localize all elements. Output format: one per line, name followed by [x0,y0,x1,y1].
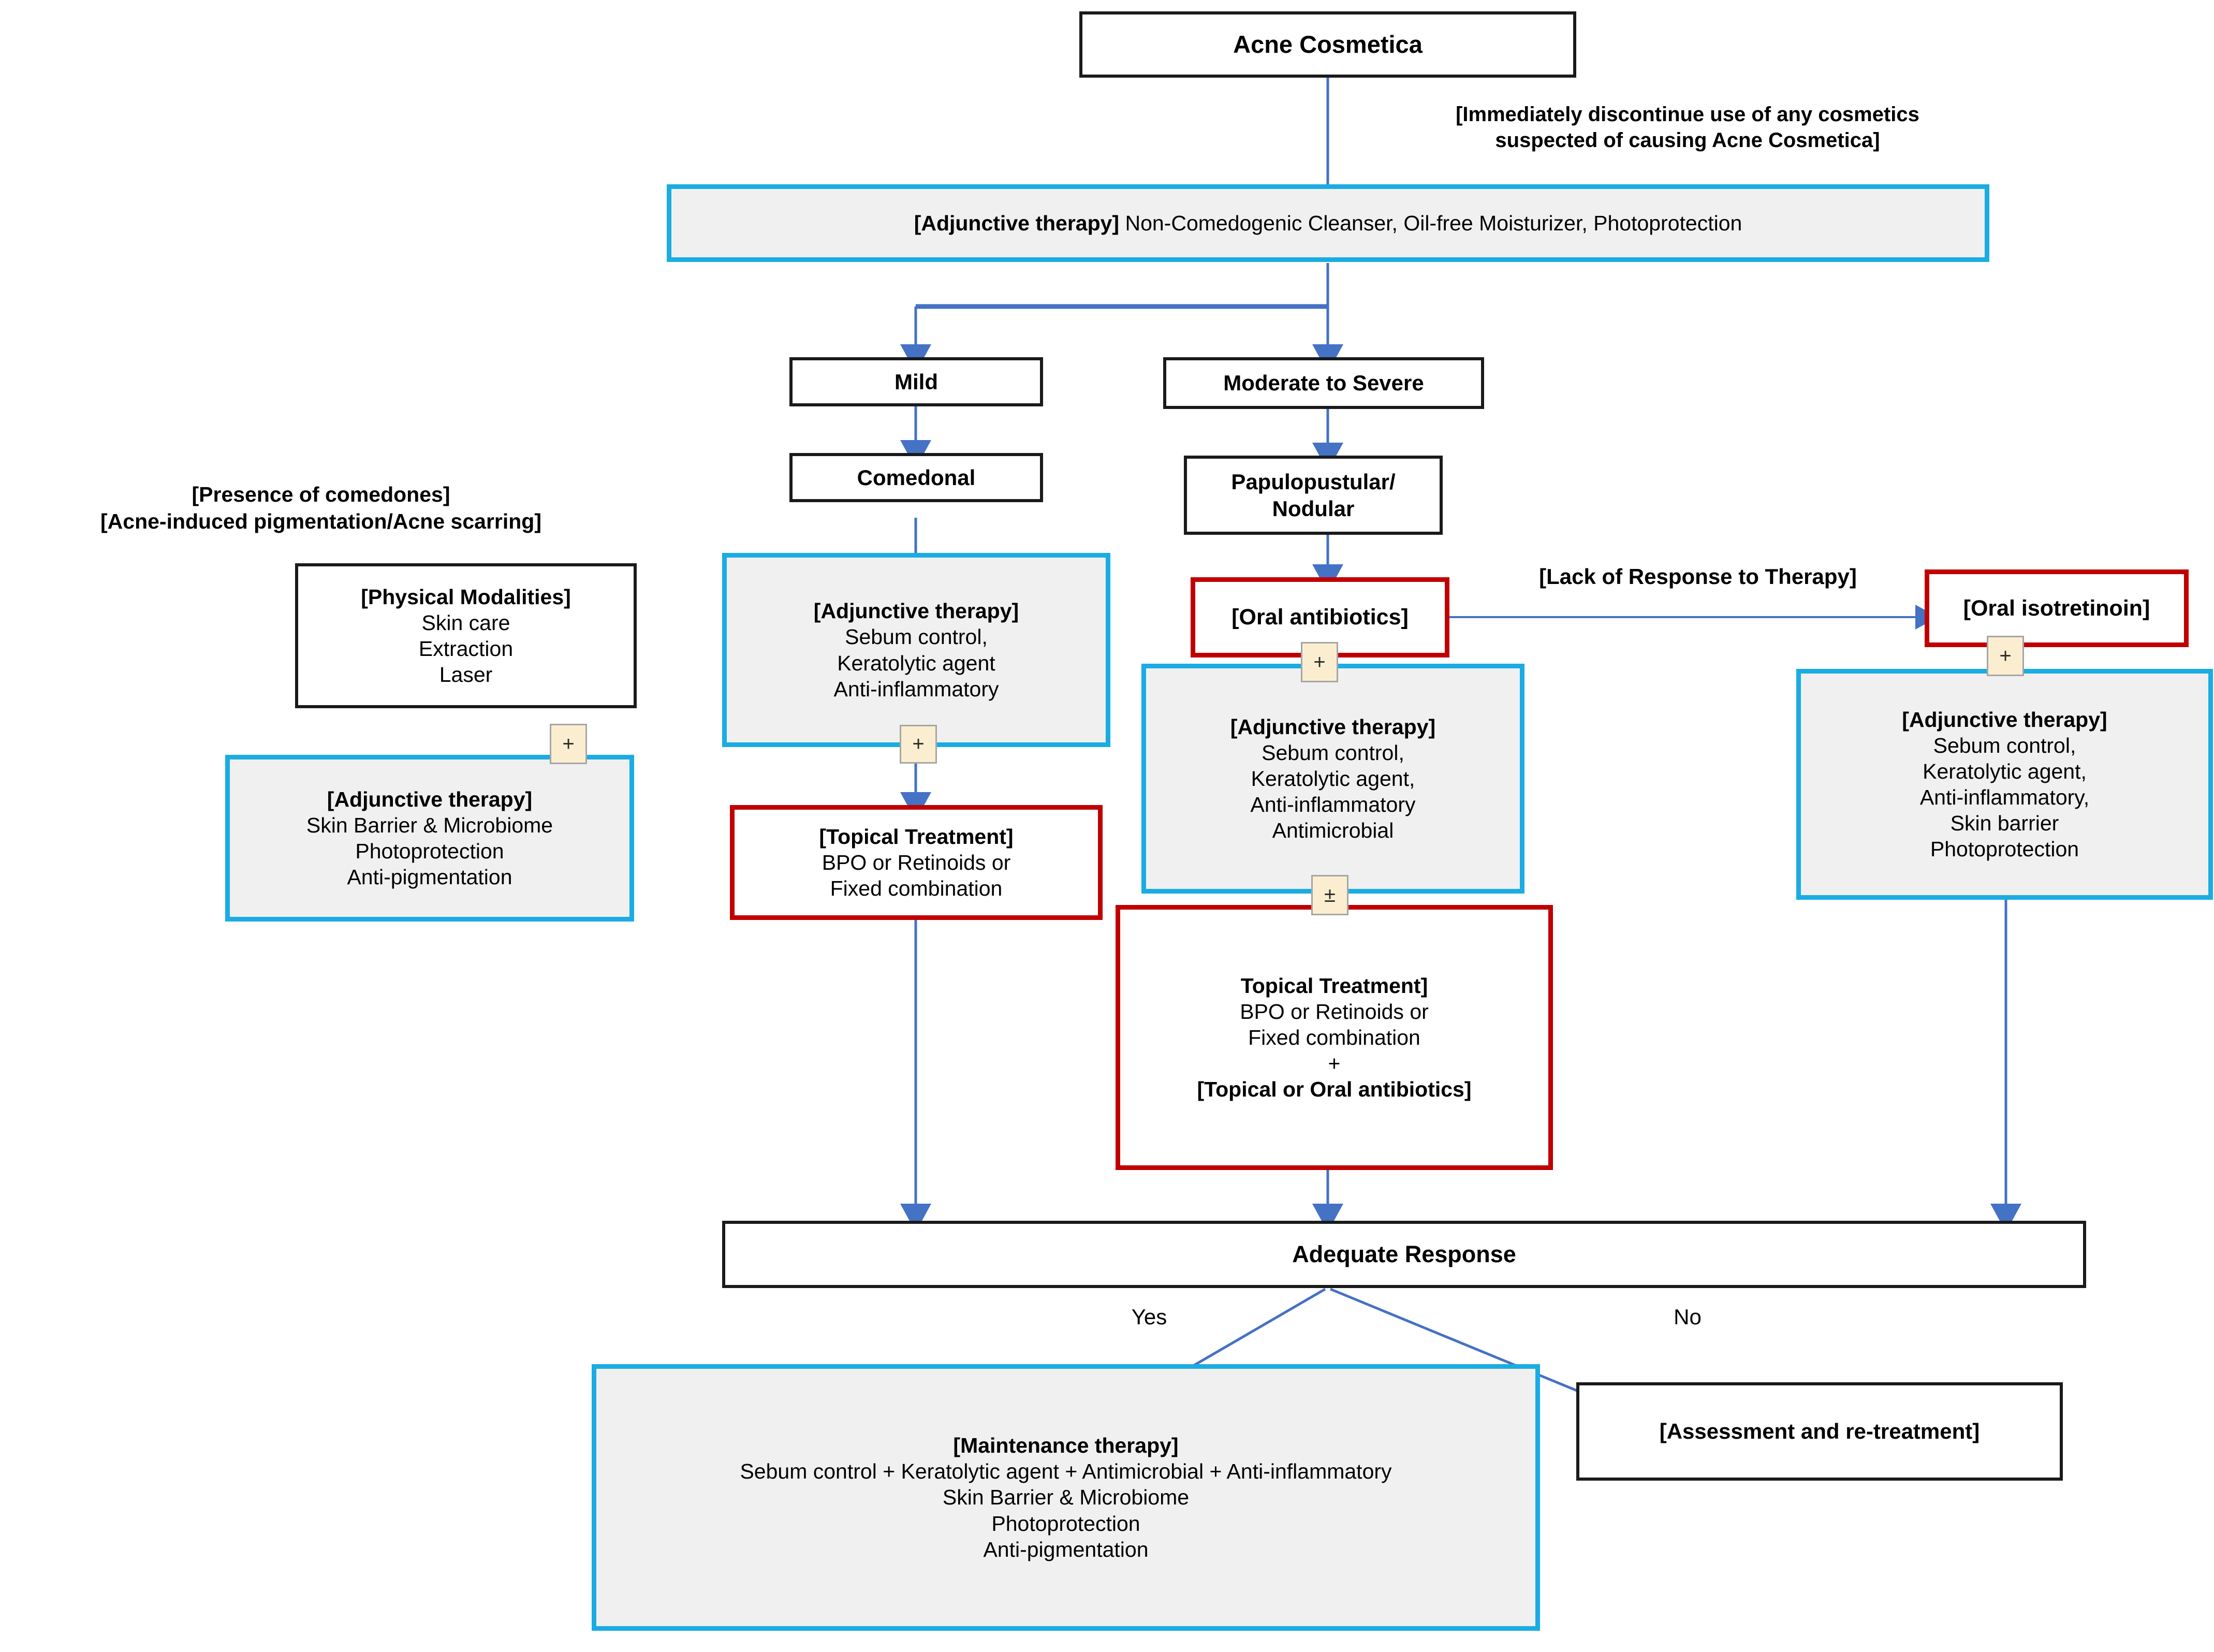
node-topical-moderate-footer: [Topical or Oral antibiotics] [1197,1077,1472,1102]
discontinue-note: [Immediately discontinue use of any cosm… [1456,103,1919,152]
node-adjunctive-mild[interactable]: [Adjunctive therapy] Sebum control, Kera… [722,553,1110,747]
plus-symbol-moderate-topical-label: ± [1324,883,1336,907]
node-topical-mild-lines: BPO or Retinoids or Fixed combination [822,850,1011,900]
node-adjunctive-left-header: [Adjunctive therapy] [327,787,533,811]
node-mild-label: Mild [895,369,938,394]
node-adjunctive-mild-header: [Adjunctive therapy] [813,599,1019,623]
node-oral-antibiotics-label: [Oral antibiotics] [1231,605,1409,630]
node-comedonal[interactable]: Comedonal [789,453,1043,502]
no-branch-label: No [1674,1305,1702,1329]
left-headers: [Presence of comedones] [Acne-induced pi… [100,483,541,533]
node-moderate-severe-label: Moderate to Severe [1223,371,1424,396]
node-moderate-severe[interactable]: Moderate to Severe [1163,357,1484,409]
node-oral-isotretinoin-label: [Oral isotretinoin] [1963,595,2150,621]
plus-symbol-mild: + [900,725,937,764]
node-acne-cosmetica[interactable]: Acne Cosmetica [1079,11,1576,78]
node-adjunctive-isotretinoin-header: [Adjunctive therapy] [1902,707,2107,732]
node-topical-moderate[interactable]: Topical Treatment] BPO or Retinoids or F… [1116,905,1553,1170]
plus-symbol-isotretinoin-label: + [1999,644,2012,667]
node-assessment-retreatment[interactable]: [Assessment and re-treatment] [1576,1382,2063,1481]
node-physical-modalities[interactable]: [Physical Modalities] Skin care Extracti… [295,563,637,708]
node-adjunctive-top-rest: Non-Comedogenic Cleanser, Oil-free Moist… [1119,211,1742,235]
plus-symbol-moderate-topical: ± [1311,875,1348,915]
node-topical-mild-header: [Topical Treatment] [819,824,1014,849]
plus-symbol-mild-label: + [912,733,925,755]
node-adjunctive-isotretinoin-lines: Sebum control, Keratolytic agent, Anti-i… [1919,733,2090,861]
yes-branch-label: Yes [1131,1305,1167,1329]
node-physical-modalities-header: [Physical Modalities] [361,584,571,609]
node-oral-isotretinoin[interactable]: [Oral isotretinoin] [1925,569,2189,647]
plus-symbol-isotretinoin: + [1987,636,2024,676]
node-acne-cosmetica-label: Acne Cosmetica [1233,31,1423,59]
node-oral-antibiotics[interactable]: [Oral antibiotics] [1191,577,1449,657]
plus-symbol-oral-antibiotics: + [1301,642,1338,682]
node-maintenance-therapy-header: [Maintenance therapy] [953,1434,1179,1458]
node-topical-moderate-lines: BPO or Retinoids or Fixed combination + [1240,999,1429,1075]
plus-symbol-left-label: + [562,732,575,755]
node-papulopustular-nodular-label: Papulopustular/ Nodular [1231,470,1396,521]
plus-symbol-left: + [550,724,587,764]
node-maintenance-therapy-lines: Sebum control + Keratolytic agent + Anti… [740,1459,1392,1561]
node-adjunctive-top[interactable]: [Adjunctive therapy] Non-Comedogenic Cle… [667,184,1989,262]
node-mild[interactable]: Mild [789,357,1043,406]
node-adequate-response-label: Adequate Response [1292,1240,1516,1267]
node-adequate-response[interactable]: Adequate Response [722,1221,2086,1288]
node-adjunctive-left-lines: Skin Barrier & Microbiome Photoprotectio… [306,813,553,889]
node-maintenance-therapy[interactable]: [Maintenance therapy] Sebum control + Ke… [592,1364,1540,1631]
node-adjunctive-mild-lines: Sebum control, Keratolytic agent Anti-in… [833,625,999,701]
node-papulopustular-nodular[interactable]: Papulopustular/ Nodular [1184,456,1443,535]
plus-symbol-oral-antibiotics-label: + [1313,650,1326,674]
lack-of-response-label: [Lack of Response to Therapy] [1539,564,1857,589]
node-adjunctive-top-header: [Adjunctive therapy] [914,211,1120,235]
node-topical-mild[interactable]: [Topical Treatment] BPO or Retinoids or … [730,805,1103,920]
node-adjunctive-isotretinoin[interactable]: [Adjunctive therapy] Sebum control, Kera… [1796,669,2213,900]
node-physical-modalities-lines: Skin care Extraction Laser [418,610,514,687]
node-adjunctive-moderate-header: [Adjunctive therapy] [1230,714,1436,739]
node-adjunctive-moderate-lines: Sebum control, Keratolytic agent, Anti-i… [1250,740,1416,843]
node-topical-moderate-header: Topical Treatment] [1240,973,1428,998]
node-comedonal-label: Comedonal [857,465,976,490]
node-assessment-retreatment-label: [Assessment and re-treatment] [1659,1419,1980,1444]
node-adjunctive-left[interactable]: [Adjunctive therapy] Skin Barrier & Micr… [225,755,634,922]
node-adjunctive-moderate[interactable]: [Adjunctive therapy] Sebum control, Kera… [1141,664,1524,894]
